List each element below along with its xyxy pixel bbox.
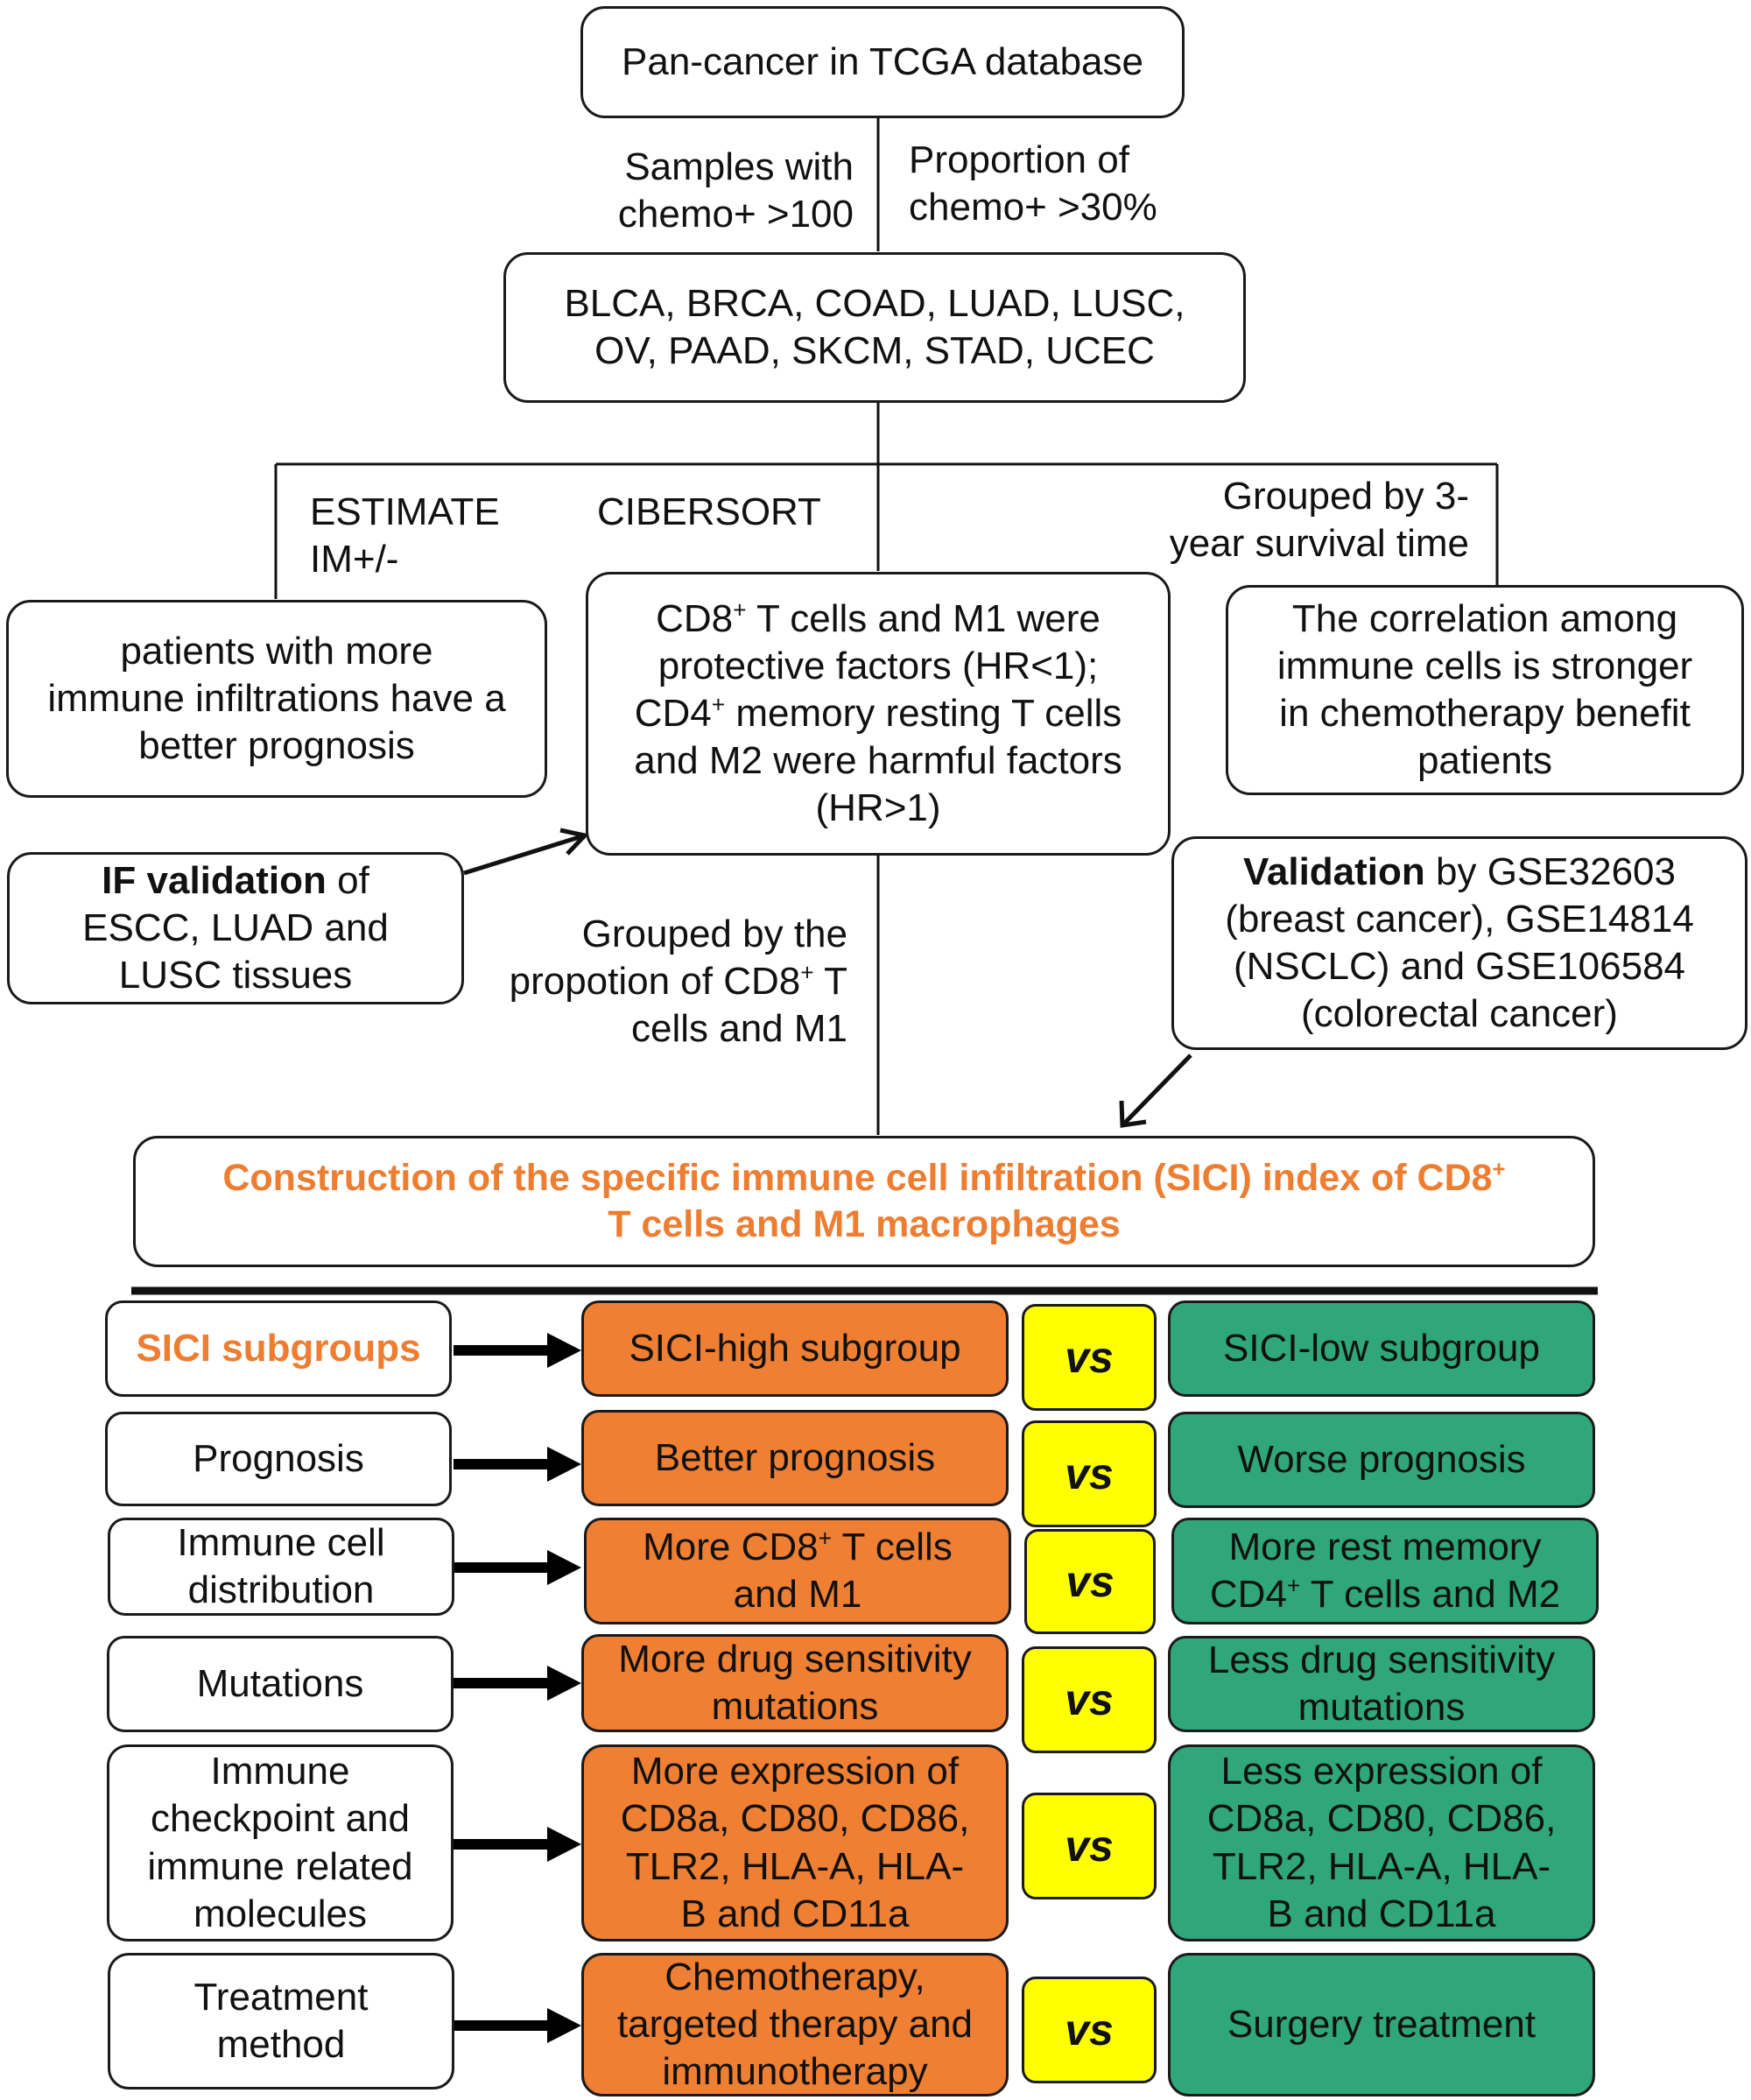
high-sici-subgroup: SICI-high subgroup — [581, 1300, 1009, 1397]
if-validation-box: IF validation of ESCC, LUAD and LUSC tis… — [7, 852, 464, 1004]
estimate-finding-box: patients with more immune infiltrations … — [6, 600, 547, 798]
row-arrows — [454, 1333, 581, 2043]
vs-badge: vs — [1024, 1529, 1156, 1634]
tcga-box-text: Pan-cancer in TCGA database — [622, 39, 1143, 83]
row-arrow-head — [547, 1333, 581, 1368]
row-label-immune-distribution: Immune cell distribution — [108, 1518, 454, 1616]
high-immune-distribution: More CD8+ T cells and M1 — [584, 1518, 1011, 1624]
vs-badge: vs — [1022, 1646, 1157, 1753]
row-label-prognosis: Prognosis — [105, 1412, 452, 1506]
row-label-treatment: Treatment method — [108, 1953, 454, 2089]
row-label-checkpoint: Immune checkpoint and immune related mol… — [107, 1744, 454, 1941]
grouped-by-label: Grouped by the propotion of CD8+ T cells… — [509, 913, 847, 1051]
cancer-types-box: BLCA, BRCA, COAD, LUAD, LUSC, OV, PAAD, … — [503, 252, 1246, 403]
high-prognosis: Better prognosis — [581, 1410, 1009, 1506]
row-label-mutations: Mutations — [107, 1636, 454, 1732]
vs-badge: vs — [1022, 1793, 1157, 1899]
vs-badge: vs — [1022, 1977, 1157, 2083]
geo-arrowhead — [1119, 1100, 1147, 1128]
row-arrow-head — [547, 1447, 581, 1482]
tcga-box: Pan-cancer in TCGA database — [580, 6, 1185, 118]
geo-arrow — [1121, 1054, 1192, 1127]
cibersort-finding-box: CD8+ T cells and M1 were protective fact… — [586, 572, 1171, 856]
low-treatment: Surgery treatment — [1168, 1953, 1595, 2096]
row-arrow-head — [547, 1666, 581, 1701]
geo-validation-box: Validation by GSE32603 (breast cancer), … — [1171, 836, 1747, 1050]
row-arrow-head — [547, 1827, 581, 1862]
vs-badge: vs — [1022, 1304, 1157, 1411]
sici-construction-box: Construction of the specific immune cell… — [133, 1136, 1595, 1267]
if-arrow — [463, 833, 586, 876]
high-checkpoint: More expression of CD8a, CD80, CD86, TLR… — [581, 1744, 1009, 1941]
low-prognosis: Worse prognosis — [1168, 1412, 1595, 1508]
high-treatment: Chemotherapy, targeted therapy and immun… — [581, 1953, 1009, 2096]
vs-badge: vs — [1022, 1420, 1157, 1527]
row-arrow-head — [547, 1550, 581, 1585]
if-arrowhead — [559, 828, 589, 856]
high-mutations: More drug sensitivity mutations — [581, 1634, 1009, 1732]
low-mutations: Less drug sensitivity mutations — [1168, 1636, 1595, 1732]
row-label-sici: SICI subgroups — [105, 1300, 452, 1397]
method-cibersort: CIBERSORT — [597, 490, 821, 533]
method-survival: Grouped by 3- year survival time — [1169, 475, 1469, 566]
method-estimate: ESTIMATE IM+/- — [310, 490, 500, 581]
low-checkpoint: Less expression of CD8a, CD80, CD86, TLR… — [1168, 1744, 1595, 1941]
criterion-proportion: Proportion of chemo+ >30% — [909, 138, 1157, 229]
row-arrow-head — [547, 2008, 581, 2043]
criterion-samples: Samples with chemo+ >100 — [617, 145, 854, 236]
low-sici-subgroup: SICI-low subgroup — [1168, 1300, 1595, 1397]
survival-finding-box: The correlation among immune cells is st… — [1226, 585, 1744, 795]
low-immune-distribution: More rest memory CD4+ T cells and M2 — [1171, 1518, 1599, 1624]
